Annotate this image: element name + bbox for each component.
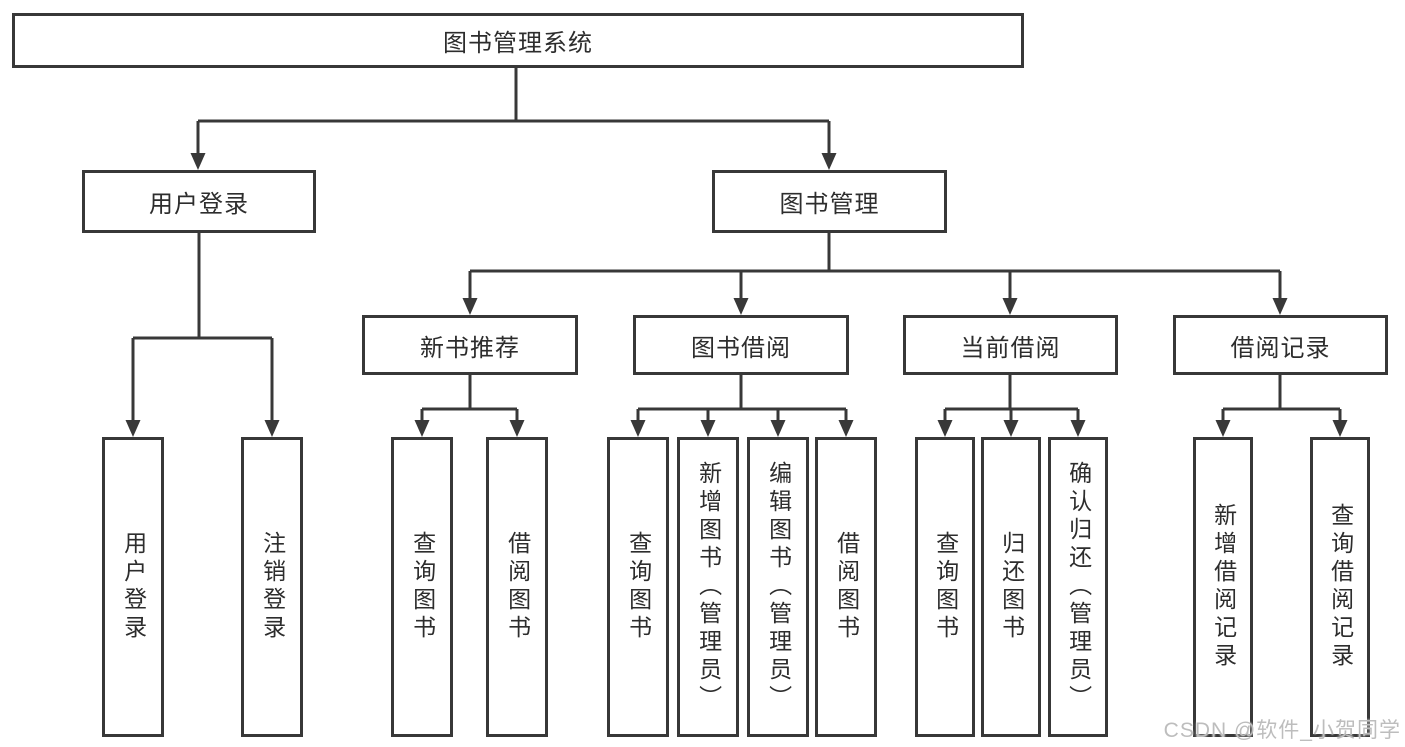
node-user-login: 用户登录	[82, 170, 316, 233]
connector-path	[131, 68, 1342, 421]
node-root: 图书管理系统	[12, 13, 1024, 68]
arrowhead-icon	[770, 420, 786, 437]
arrowhead-icon	[937, 420, 953, 437]
leaf-records-query-record: 查询借阅记录	[1310, 437, 1370, 737]
arrowhead-icon	[1272, 298, 1288, 315]
arrowhead-icon	[630, 420, 646, 437]
node-new-book-recommend: 新书推荐	[362, 315, 578, 375]
arrowhead-icon	[1070, 420, 1086, 437]
leaf-recommend-borrow-books: 借阅图书	[486, 437, 548, 737]
arrowhead-icon	[1003, 420, 1019, 437]
arrowhead-icon	[1215, 420, 1231, 437]
arrowhead-icon	[821, 153, 837, 170]
leaf-records-add-record: 新增借阅记录	[1193, 437, 1253, 737]
csdn-watermark: CSDN @软件_小贺同学	[1163, 719, 1401, 742]
node-book-borrowing: 图书借阅	[633, 315, 849, 375]
leaf-borrowing-query-books: 查询图书	[607, 437, 669, 737]
arrowhead-icon	[125, 420, 141, 437]
arrowheads	[125, 153, 1348, 437]
arrowhead-icon	[1332, 420, 1348, 437]
arrowhead-icon	[414, 420, 430, 437]
arrowhead-icon	[462, 298, 478, 315]
arrowhead-icon	[700, 420, 716, 437]
leaf-user-login: 用户登录	[102, 437, 164, 737]
leaf-borrowing-borrow-books: 借阅图书	[815, 437, 877, 737]
node-current-borrowing: 当前借阅	[903, 315, 1118, 375]
node-borrowing-records: 借阅记录	[1173, 315, 1388, 375]
arrowhead-icon	[264, 420, 280, 437]
arrowhead-icon	[733, 298, 749, 315]
leaf-current-query-books: 查询图书	[915, 437, 975, 737]
leaf-borrowing-edit-books-admin: 编辑图书（管理员）	[747, 437, 809, 737]
arrowhead-icon	[190, 153, 206, 170]
arrowhead-icon	[838, 420, 854, 437]
leaf-borrowing-add-books-admin: 新增图书（管理员）	[677, 437, 739, 737]
leaf-current-return-books: 归还图书	[981, 437, 1041, 737]
node-book-management: 图书管理	[712, 170, 947, 233]
arrowhead-icon	[509, 420, 525, 437]
leaf-recommend-query-books: 查询图书	[391, 437, 453, 737]
arrowhead-icon	[1002, 298, 1018, 315]
leaf-current-confirm-return-admin: 确认归还（管理员）	[1048, 437, 1108, 737]
leaf-logout: 注销登录	[241, 437, 303, 737]
